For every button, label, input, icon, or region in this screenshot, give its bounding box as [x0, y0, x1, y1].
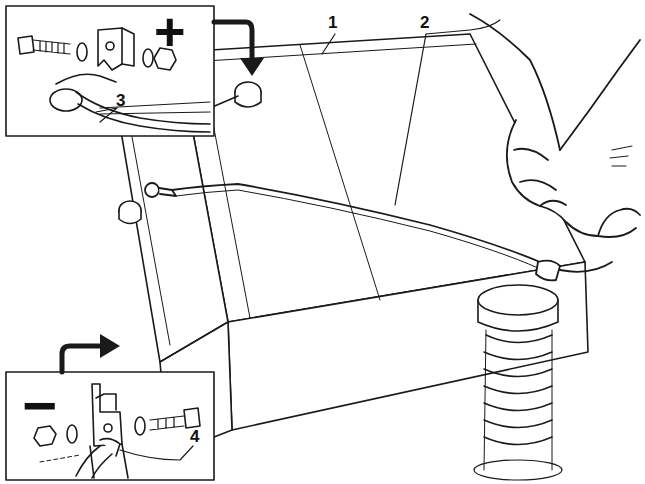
- positive-terminal: [210, 82, 261, 108]
- coil-spring: [474, 285, 562, 480]
- callout-number: 1: [328, 14, 337, 31]
- callout-number: 2: [420, 14, 429, 31]
- callout-number: 4: [190, 428, 199, 445]
- polarity-sign: +: [154, 4, 186, 58]
- negative-terminal: [119, 201, 141, 224]
- leader-lines: [96, 20, 500, 460]
- inset-positive: [6, 6, 264, 136]
- hand: [470, 0, 645, 237]
- polarity-sign: −: [22, 376, 57, 436]
- inset-negative: [6, 334, 214, 480]
- callout-number: 3: [116, 92, 125, 109]
